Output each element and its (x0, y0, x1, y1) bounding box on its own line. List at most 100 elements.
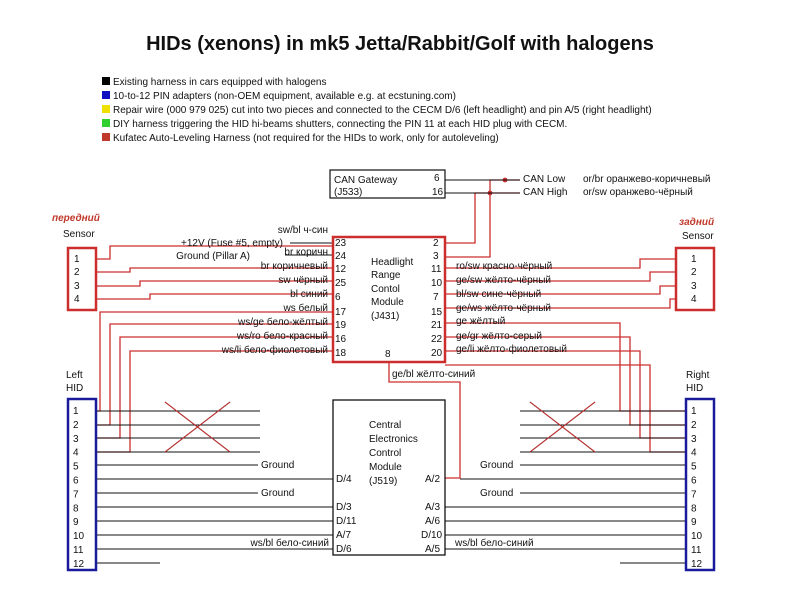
left-hid-pin-5: 5 (73, 462, 79, 473)
legend-item-pin-adapters: 10-to-12 PIN adapters (non-OEM equipment… (113, 91, 456, 102)
can-low-wire-label: or/br оранжево-коричневый (583, 174, 710, 185)
legend-swatch-black (102, 77, 110, 85)
left-hid-label-1: Left (66, 370, 83, 381)
cecm-pin-a3: A/3 (425, 502, 440, 513)
hrcm-line-5: (J431) (371, 311, 399, 322)
hrcm-pin-2: 2 (433, 238, 439, 249)
hrcm-pin-15: 15 (431, 307, 443, 318)
cecm-pin-a5: A/5 (425, 544, 440, 555)
right-hid-pin-12: 12 (691, 559, 703, 570)
cecm-right-pins: A/2 A/3 A/6 D/10 A/5 (421, 474, 443, 555)
hrcm-line-3: Contol (371, 284, 400, 295)
can-gateway-box (329, 169, 446, 199)
front-sensor-pin-2: 2 (74, 267, 80, 278)
wire-label-ge-sw: ge/sw жёлто-чёрный (456, 275, 551, 286)
cecm-line-2: Electronics (369, 434, 418, 445)
legend-swatch-blue (102, 91, 110, 99)
headlight-range-module-text: Headlight Range Contol Module (J431) (371, 257, 413, 322)
wire-label-ge: ge жёлтый (456, 316, 505, 327)
hrcm-right-pins: 2 3 11 10 7 15 21 22 20 (431, 238, 443, 359)
hrcm-pin-3: 3 (433, 251, 439, 262)
left-hid-pin-10: 10 (73, 531, 85, 542)
right-hid-pin-1: 1 (691, 406, 697, 417)
cecm-box (332, 399, 446, 556)
left-hid-pin-12: 12 (73, 559, 85, 570)
cecm-left-wire-label: ws/bl бело-синий (249, 537, 329, 549)
legend-item-diy-harness: DIY harness triggering the HID hi-beams … (113, 119, 567, 130)
cecm-line-4: Module (369, 462, 402, 473)
legend-swatch-red (102, 133, 110, 141)
hrcm-pin-19: 19 (335, 320, 347, 331)
rear-sensor-pin-3: 3 (691, 281, 697, 292)
cecm-pin-a2: A/2 (425, 474, 440, 485)
cecm-text: Central Electronics Control Module (J519… (369, 420, 418, 487)
hrcm-pin-16: 16 (335, 334, 347, 345)
right-hid-pin-6: 6 (691, 476, 697, 487)
diagram-title: HIDs (xenons) in mk5 Jetta/Rabbit/Golf w… (146, 33, 654, 55)
left-hid-pin-1: 1 (73, 406, 79, 417)
cecm-right-wire-label: ws/bl бело-синий (454, 537, 534, 549)
legend-item-existing-harness: Existing harness in cars equipped with h… (113, 77, 326, 88)
wire-label-12v: +12V (Fuse #5, empty) (181, 238, 283, 249)
cecm-line-3: Control (369, 448, 401, 459)
right-hid-pin-9: 9 (691, 517, 697, 528)
hrcm-pin-6: 6 (335, 292, 341, 303)
cecm-line-5: (J519) (369, 476, 397, 487)
ground-label-left-7: Ground (261, 488, 294, 499)
front-sensor-connector (66, 246, 98, 312)
hrcm-left-pins: 23 24 12 25 6 17 19 16 18 (335, 238, 347, 359)
hrcm-pin-10: 10 (431, 278, 443, 289)
cecm-pin-d11: D/11 (336, 516, 357, 527)
rear-sensor-label: Sensor (682, 231, 714, 242)
wire-label-ge-li: ge/li жёлто-фиолетовый (456, 343, 567, 355)
left-hid-pin-7: 7 (73, 489, 79, 500)
wire-label-ws-ge: ws/ge бело-жёлтый (237, 316, 328, 328)
can-gateway-code: (J533) (334, 187, 362, 198)
left-hid-label-2: HID (66, 383, 83, 394)
hrcm-right-wire-labels: ro/sw красно-чёрный ge/sw жёлто-чёрный b… (456, 261, 567, 355)
right-hid-connector (684, 397, 716, 572)
rear-sensor-pin-2: 2 (691, 267, 697, 278)
right-hid-pin-11: 11 (691, 545, 702, 556)
wire-label-sw: sw чёрный (278, 275, 328, 286)
can-high-wire-label: or/sw оранжево-чёрный (583, 187, 693, 198)
left-hid-connector (66, 397, 98, 572)
left-hid-pin-4: 4 (73, 448, 79, 459)
cecm-pin-d6: D/6 (336, 544, 352, 555)
hrcm-pin-22: 22 (431, 334, 443, 345)
right-hid-pin-7: 7 (691, 489, 697, 500)
legend-item-kufatec-harness: Kufatec Auto-Leveling Harness (not requi… (113, 133, 499, 144)
crossed-out-marks (164, 401, 596, 453)
cecm-pin-d3: D/3 (336, 502, 352, 513)
hrcm-pin-7: 7 (433, 292, 439, 303)
wire-label-sw-bl: sw/bl ч-син (278, 225, 328, 236)
front-sensor-pin-4: 4 (74, 294, 80, 305)
wire-label-ro-sw: ro/sw красно-чёрный (456, 261, 552, 272)
legend-swatch-green (102, 119, 110, 127)
hrcm-pin-18: 18 (335, 348, 347, 359)
cecm-pin-a6: A/6 (425, 516, 440, 527)
can-gateway-pin-high: 16 (432, 187, 444, 198)
right-hid-pin-4: 4 (691, 448, 697, 459)
left-hid-pin-11: 11 (73, 545, 84, 556)
hrcm-pin-25: 25 (335, 278, 347, 289)
wire-label-br: br коричневый (261, 261, 328, 272)
legend-swatch-yellow (102, 105, 110, 113)
cecm-line-1: Central (369, 420, 401, 431)
right-hid-pin-5: 5 (691, 462, 697, 473)
right-hid-pin-2: 2 (691, 420, 697, 431)
right-hid-label-1: Right (686, 370, 710, 381)
rear-sensor-connector (674, 246, 716, 312)
hrcm-line-2: Range (371, 270, 401, 281)
ground-label-left-5: Ground (261, 460, 294, 471)
legend: Existing harness in cars equipped with h… (102, 77, 652, 144)
hrcm-pin-11: 11 (431, 264, 442, 275)
rear-sensor-title: задний (679, 217, 714, 228)
front-sensor-title: передний (52, 213, 100, 224)
left-hid-pin-3: 3 (73, 434, 79, 445)
hrcm-pin-17: 17 (335, 307, 347, 318)
ground-label-right-5: Ground (480, 460, 513, 471)
left-hid-pin-6: 6 (73, 476, 79, 487)
